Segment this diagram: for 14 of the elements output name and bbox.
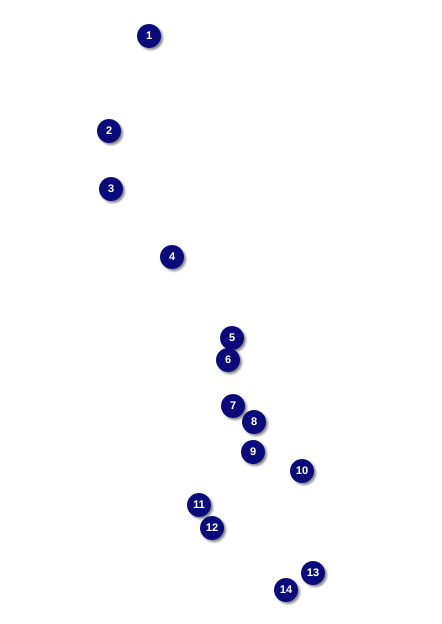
callout-number: 2 (97, 119, 121, 143)
callout-number: 7 (221, 394, 245, 418)
callout-number: 14 (274, 578, 298, 602)
callout-number: 11 (187, 493, 211, 517)
callout-number: 3 (99, 177, 123, 201)
callout-number: 8 (242, 410, 266, 434)
callout-number: 10 (290, 459, 314, 483)
callout-number: 4 (160, 245, 184, 269)
callout-number: 13 (301, 561, 325, 585)
callout-number: 12 (200, 516, 224, 540)
callout-number: 5 (220, 326, 244, 350)
callout-number: 1 (137, 24, 161, 48)
callout-number: 6 (216, 348, 240, 372)
callout-number: 9 (241, 440, 265, 464)
